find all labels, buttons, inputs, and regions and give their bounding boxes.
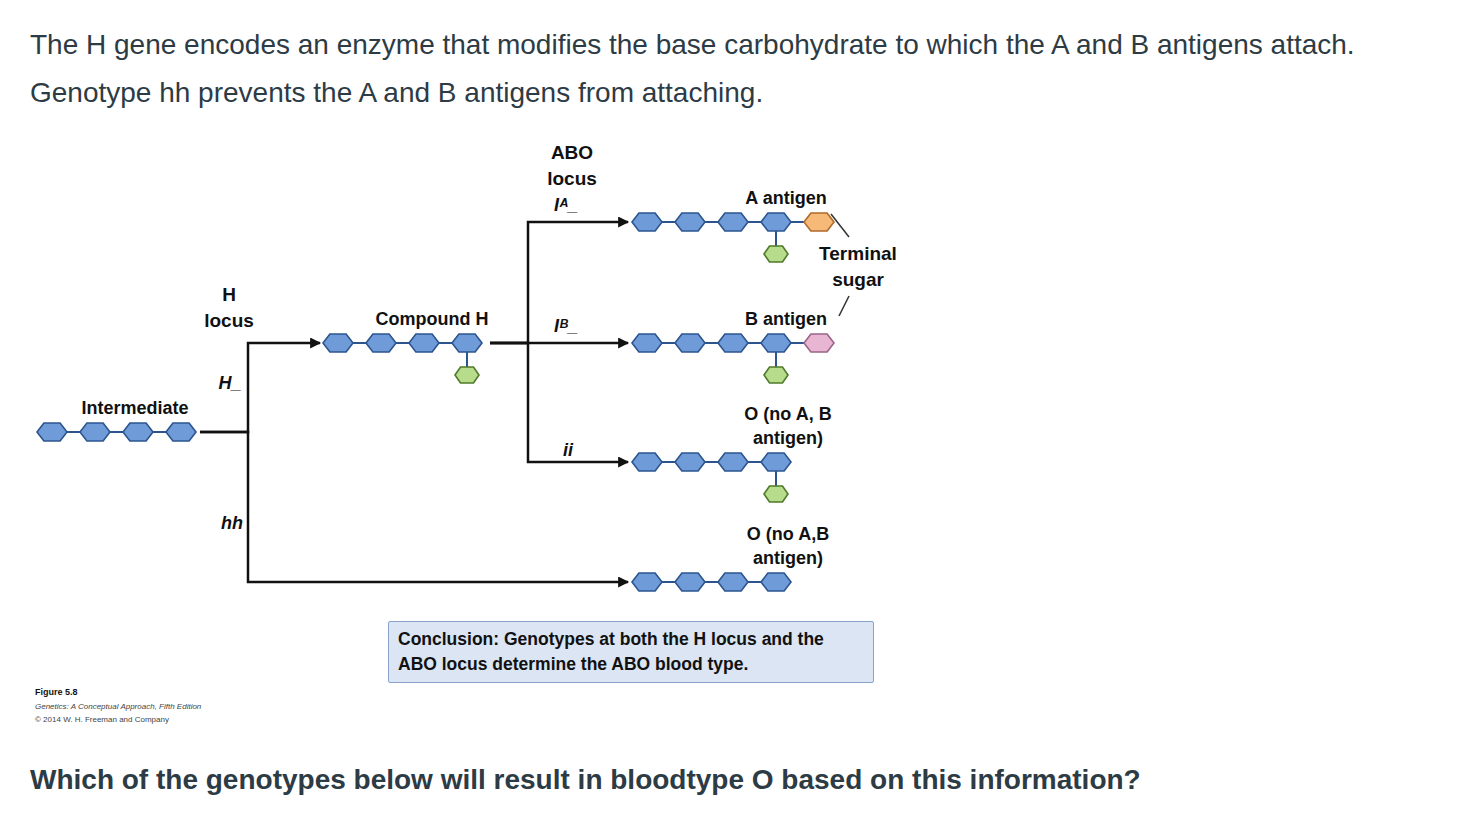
genotype-label: Iᴮ_ [554, 315, 578, 337]
sugar-bond [662, 221, 675, 223]
molecule-node: A antigen [628, 186, 838, 266]
side-sugar-hexagon [455, 367, 479, 383]
sugar-bond [775, 471, 777, 486]
side-sugar-hexagon [764, 367, 788, 383]
sugar-hexagon [718, 334, 748, 352]
sugar-bond [662, 342, 675, 344]
conclusion-box: Conclusion: Genotypes at both the H locu… [388, 621, 874, 683]
heading-text: The H gene encodes an enzyme that modifi… [30, 21, 1455, 117]
sugar-hexagon [452, 334, 482, 352]
question-caption: Which of the genotypes below will result… [30, 756, 1450, 804]
sugar-hexagon [632, 213, 662, 231]
pathway-arrow [490, 222, 628, 343]
sugar-bond [396, 342, 409, 344]
sugar-bond [153, 431, 166, 433]
sugar-hexagon [675, 453, 705, 471]
genotype-label: hh [221, 512, 243, 534]
sugar-hexagon [409, 334, 439, 352]
pathway-arrow [490, 342, 628, 345]
sugar-hexagon [675, 334, 705, 352]
molecule-label: A antigen [726, 186, 846, 210]
sugar-bond [67, 431, 80, 433]
side-sugar-hexagon [764, 246, 788, 262]
molecule-node: O (no A, B antigen) [628, 402, 798, 506]
sugar-bond [748, 581, 761, 583]
side-sugar-hexagon [764, 486, 788, 502]
molecule-node: Intermediate [35, 396, 200, 446]
molecule-label: O (no A,B antigen) [736, 522, 840, 570]
hexagon-chain [628, 570, 798, 596]
sugar-hexagon [632, 453, 662, 471]
hexagon-chain [628, 331, 838, 387]
sugar-hexagon [123, 423, 153, 441]
sugar-bond [748, 461, 761, 463]
sugar-hexagon [632, 334, 662, 352]
sugar-hexagon [166, 423, 196, 441]
source-credit: Genetics: A Conceptual Approach, Fifth E… [35, 701, 335, 712]
hexagon-chain [628, 450, 798, 506]
sugar-hexagon [718, 573, 748, 591]
sugar-bond [353, 342, 366, 344]
molecule-node: Compound H [320, 307, 490, 387]
terminal-sugar-hexagon [804, 213, 834, 231]
sugar-hexagon [761, 453, 791, 471]
genotype-label: Iᴬ_ [554, 194, 578, 216]
molecule-label: Intermediate [65, 396, 205, 420]
sugar-bond [748, 342, 761, 344]
sugar-hexagon [675, 573, 705, 591]
sugar-bond [705, 581, 718, 583]
sugar-hexagon [37, 423, 67, 441]
hexagon-chain [320, 331, 490, 387]
sugar-bond [705, 461, 718, 463]
sugar-hexagon [761, 573, 791, 591]
sugar-hexagon [718, 453, 748, 471]
pathway-arrow [200, 343, 320, 432]
genotype-label: H_ [218, 372, 241, 394]
hexagon-chain [628, 210, 838, 266]
molecule-node: O (no A,B antigen) [628, 522, 798, 596]
terminal-sugar-hexagon [804, 334, 834, 352]
molecule-label: Compound H [357, 307, 507, 331]
sugar-hexagon [80, 423, 110, 441]
sugar-hexagon [675, 213, 705, 231]
sugar-bond [439, 342, 452, 344]
locus-label: H locus [198, 282, 260, 334]
sugar-hexagon [761, 213, 791, 231]
sugar-bond [705, 342, 718, 344]
leader-line [839, 296, 849, 316]
sugar-bond [791, 342, 804, 344]
sugar-bond [662, 461, 675, 463]
figure-number: Figure 5.8 [35, 686, 335, 698]
sugar-bond [775, 352, 777, 367]
genotype-label: ii [563, 439, 573, 461]
molecule-label: B antigen [726, 307, 846, 331]
copyright-credit: © 2014 W. H. Freeman and Company [35, 714, 335, 725]
sugar-bond [466, 352, 468, 367]
sugar-hexagon [761, 334, 791, 352]
sugar-bond [791, 221, 804, 223]
sugar-hexagon [366, 334, 396, 352]
pathway-arrow [490, 343, 628, 462]
sugar-bond [662, 581, 675, 583]
sugar-bond [748, 221, 761, 223]
sugar-bond [775, 231, 777, 246]
leader-line [831, 214, 849, 237]
molecule-node: B antigen [628, 307, 838, 387]
pathway-arrow [200, 432, 628, 582]
sugar-bond [705, 221, 718, 223]
hexagon-chain [35, 420, 200, 446]
callout-label: Terminal sugar [810, 241, 906, 293]
conclusion-text: Conclusion: Genotypes at both the H locu… [398, 627, 864, 677]
sugar-hexagon [323, 334, 353, 352]
molecule-label: O (no A, B antigen) [736, 402, 840, 450]
locus-label: ABO locus [541, 140, 603, 192]
sugar-bond [110, 431, 123, 433]
sugar-hexagon [632, 573, 662, 591]
sugar-hexagon [718, 213, 748, 231]
